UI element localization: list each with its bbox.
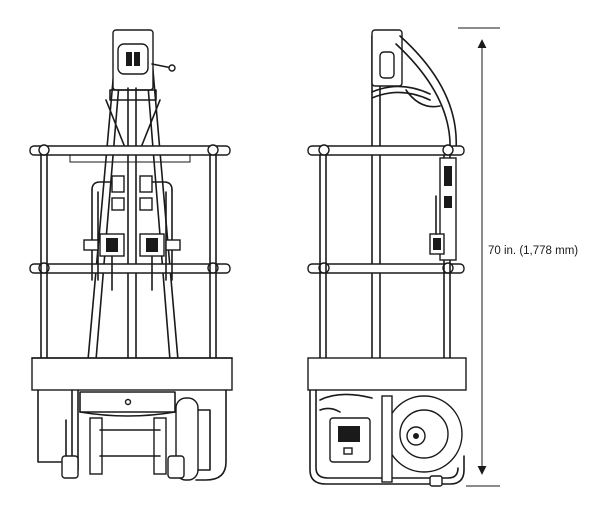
side-view [307,29,467,487]
front-posts [40,154,217,361]
side-posts [319,154,451,361]
side-mid-rail [307,262,465,274]
height-dimension: 70 in. (1,778 mm) [458,27,596,487]
front-hydraulics [83,175,181,291]
side-top-rail [307,144,465,156]
height-dimension-label: 70 in. (1,778 mm) [488,245,578,257]
side-mast [371,29,458,361]
front-top-rail [29,144,231,163]
front-deck [31,357,233,391]
front-base [37,389,227,481]
front-mast [87,29,179,361]
front-view [29,29,233,481]
front-mid-rail [29,262,231,274]
side-control-column [429,157,457,261]
side-base [309,389,465,487]
side-deck [307,357,467,391]
